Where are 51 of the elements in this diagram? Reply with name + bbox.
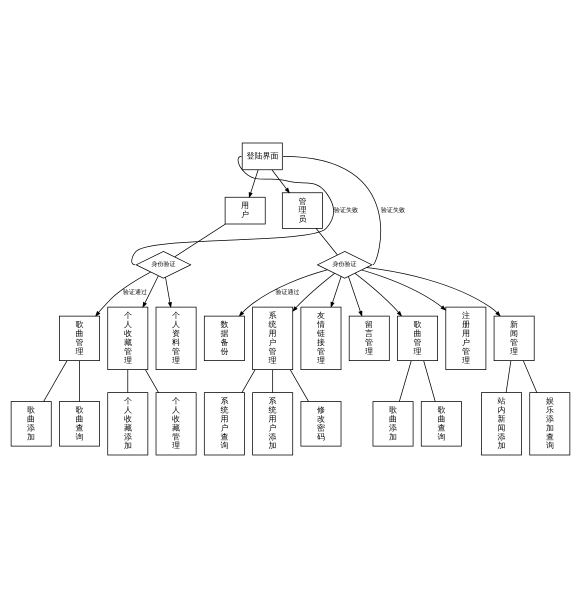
- node-box: 个人资料管理: [156, 306, 197, 370]
- arrow: [272, 169, 290, 194]
- arrow: [94, 272, 152, 317]
- connector: [242, 369, 256, 393]
- arrow: [238, 269, 328, 317]
- arrow: [330, 276, 342, 308]
- node-box: 留言管理: [348, 316, 390, 362]
- arrow: [142, 276, 159, 308]
- node-box: 登陆界面: [242, 142, 283, 170]
- arrow: [361, 270, 446, 311]
- connector: [43, 360, 68, 402]
- connector: [127, 369, 128, 393]
- arrow: [348, 276, 362, 317]
- arrow: [354, 272, 402, 317]
- node-box: 歌曲添加: [10, 401, 52, 446]
- node-box: 系统用户管理: [252, 306, 294, 370]
- node-box: 系统用户查询: [204, 392, 245, 456]
- node-box: 站内新闻添加: [481, 392, 522, 456]
- connector: [398, 360, 412, 402]
- node-box: 歌曲管理: [59, 316, 100, 362]
- node-box: 用户: [224, 196, 266, 224]
- node-box: 娱乐添加查询: [529, 392, 570, 456]
- connector: [272, 369, 274, 393]
- node-box: 个人收藏添加: [107, 392, 148, 456]
- arrow: [248, 169, 258, 198]
- connector: [131, 156, 334, 266]
- connector: [506, 360, 512, 393]
- node-box: 系统用户添加: [252, 392, 294, 456]
- node-box: 新闻管理: [494, 316, 535, 362]
- connector: [316, 228, 338, 256]
- node-box: 管理员: [282, 192, 323, 229]
- node-box: 个人收藏管理: [156, 392, 197, 456]
- connector: [423, 360, 436, 402]
- connector: [79, 360, 80, 402]
- node-box: 友情链接管理: [300, 306, 342, 370]
- node-box: 注册用户管理: [445, 306, 486, 370]
- node-box: 修改密码: [300, 401, 342, 446]
- arrow: [366, 267, 501, 317]
- node-box: 个人收藏管理: [107, 306, 148, 370]
- arrow: [165, 277, 172, 308]
- node-box: 歌曲查询: [420, 401, 462, 446]
- node-box: 歌曲查询: [59, 401, 100, 446]
- node-box: 数据备份: [204, 316, 245, 362]
- node-box: 歌曲添加: [372, 401, 414, 446]
- node-box: 歌曲管理: [397, 316, 438, 362]
- connector: [144, 369, 159, 393]
- arrow: [292, 272, 335, 312]
- connector: [522, 360, 538, 393]
- connector: [174, 224, 226, 258]
- connector: [282, 156, 381, 266]
- connector: [290, 369, 309, 402]
